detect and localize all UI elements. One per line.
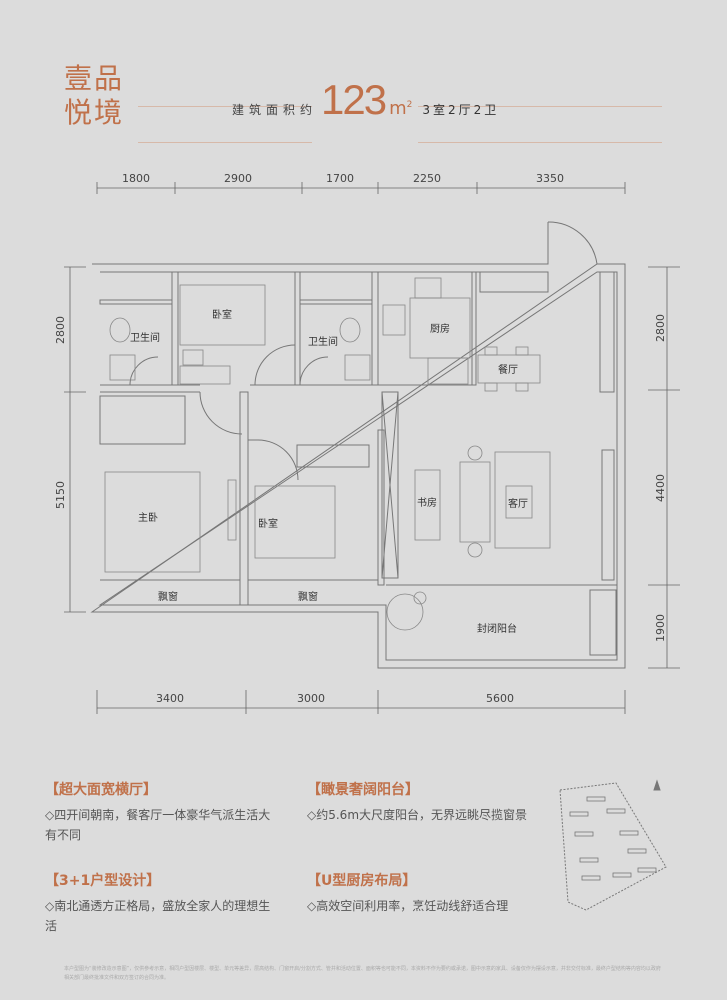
furniture <box>104 277 551 631</box>
room-bay2: 飘窗 <box>298 590 318 603</box>
feature-1: 【超大面宽横厅】 ◇四开间朝南，餐客厅一体豪华气派生活大有不同 <box>45 779 275 845</box>
divider <box>138 142 312 143</box>
balcony-chair <box>386 593 424 631</box>
room-living: 客厅 <box>508 497 528 510</box>
area-label: 建筑面积约 <box>232 103 318 117</box>
brand-line-1: 壹品 <box>64 62 125 95</box>
dim-top-3: 1700 <box>326 172 354 185</box>
dim-bottom-3: 5600 <box>486 692 514 705</box>
area-unit: m2 <box>389 98 412 119</box>
brand-line-2: 悦境 <box>64 96 125 129</box>
room-bedroom-small: 卧室 <box>212 308 232 321</box>
room-bedroom2: 卧室 <box>258 517 278 530</box>
dim-top-5: 3350 <box>536 172 564 185</box>
feature-desc: ◇南北通透方正格局，盛放全家人的理想生活 <box>45 899 271 933</box>
top-ticks <box>96 182 626 194</box>
room-master: 主卧 <box>138 511 158 524</box>
feature-title: 【超大面宽横厅】 <box>45 782 157 798</box>
feature-title: 【瞰景奢阔阳台】 <box>307 782 419 798</box>
bed <box>179 284 266 346</box>
feature-4: 【U型厨房布局】 ◇高效空间利用率，烹饪动线舒适合理 <box>307 870 567 916</box>
dimension-lines <box>64 182 680 714</box>
site-key-plan <box>559 779 667 911</box>
feature-title: 【3+1户型设计】 <box>45 873 161 889</box>
feature-desc: ◇四开间朝南，餐客厅一体豪华气派生活大有不同 <box>45 808 271 842</box>
dim-top-4: 2250 <box>413 172 441 185</box>
feature-2: 【瞰景奢阔阳台】 ◇约5.6m大尺度阳台，无界远眺尽揽窗景 <box>307 779 567 825</box>
dim-bottom-2: 3000 <box>297 692 325 705</box>
feature-desc: ◇高效空间利用率，烹饪动线舒适合理 <box>307 899 509 913</box>
feature-title: 【U型厨房布局】 <box>307 873 417 889</box>
bed-2 <box>254 485 336 559</box>
feature-3: 【3+1户型设计】 ◇南北通透方正格局，盛放全家人的理想生活 <box>45 870 275 936</box>
disclaimer: 本户型图为“装修改造示意图”，仅供参考示意，相同户型因楼层、楼型、单元等差异，层… <box>64 966 661 981</box>
dining-table <box>477 354 541 384</box>
area-value: 123 <box>321 76 387 123</box>
dim-bottom-1: 3400 <box>156 692 184 705</box>
room-balcony: 封闭阳台 <box>477 622 517 635</box>
feature-desc: ◇约5.6m大尺度阳台，无界远眺尽揽窗景 <box>307 808 528 822</box>
room-dining: 餐厅 <box>498 363 518 376</box>
divider <box>418 142 662 143</box>
dim-right-1: 2800 <box>654 314 667 342</box>
unit-sup: 2 <box>406 100 413 110</box>
room-bath1: 卫生间 <box>130 331 160 344</box>
dim-left-1: 2800 <box>54 316 67 344</box>
divider <box>138 106 312 107</box>
master-bed <box>104 471 201 573</box>
dim-top-1: 1800 <box>122 172 150 185</box>
room-kitchen: 厨房 <box>430 322 450 335</box>
room-bath2: 卫生间 <box>308 335 338 348</box>
north-arrow-icon <box>653 779 661 791</box>
layout-summary: 3室2厅2卫 <box>422 103 500 117</box>
desk <box>414 469 441 541</box>
divider <box>418 106 662 107</box>
dim-left-2: 5150 <box>54 481 67 509</box>
area-summary: 建筑面积约 123 m2 3室2厅2卫 <box>232 76 499 124</box>
room-study: 书房 <box>417 496 437 509</box>
sofa <box>459 461 491 543</box>
entry-door-arc <box>547 221 598 265</box>
dim-right-3: 1900 <box>654 614 667 642</box>
project-logo: 壹品 悦境 <box>64 62 124 130</box>
unit-m: m <box>389 98 407 119</box>
walls <box>90 221 626 669</box>
dim-top-2: 2900 <box>224 172 252 185</box>
room-bay1: 飘窗 <box>158 590 178 603</box>
dim-right-2: 4400 <box>654 474 667 502</box>
